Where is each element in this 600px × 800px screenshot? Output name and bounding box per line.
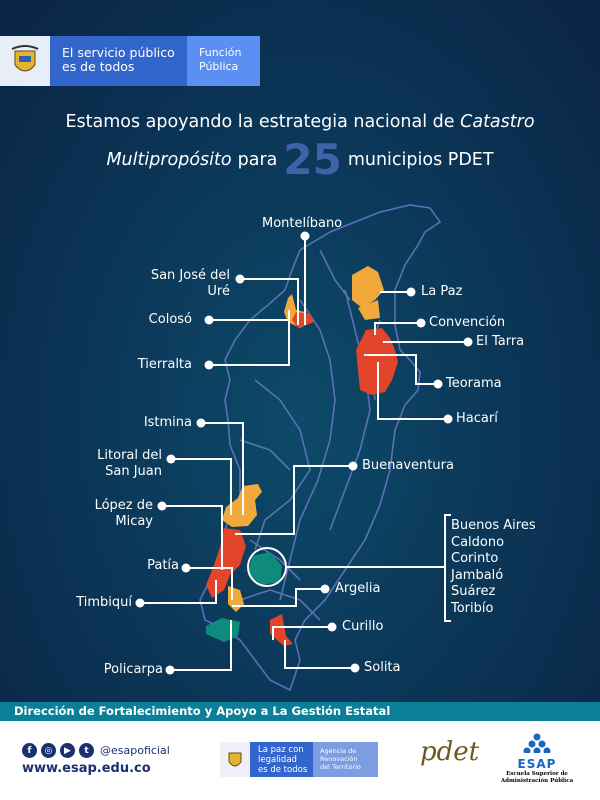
social-handle[interactable]: @esapoficial xyxy=(100,744,170,757)
municipality-regions xyxy=(206,266,398,646)
pdet-logo: pdet xyxy=(420,737,480,767)
label-la-paz: La Paz xyxy=(421,284,463,299)
label-line: Uré xyxy=(207,284,230,299)
label-suarez: Suárez xyxy=(451,584,496,599)
label-curillo: Curillo xyxy=(342,619,384,634)
gov-line-2: es de todos xyxy=(62,59,135,74)
region-la-paz xyxy=(352,266,384,308)
facebook-icon[interactable]: f xyxy=(22,743,37,758)
instagram-icon[interactable]: ◎ xyxy=(41,743,56,758)
label-hacari: Hacarí xyxy=(456,411,498,426)
label-jambalo: Jambaló xyxy=(451,567,504,583)
coat-of-arms-icon xyxy=(220,742,250,777)
label-teorama: Teorama xyxy=(446,376,502,391)
region-caqueta xyxy=(270,614,293,646)
leader-lines xyxy=(140,236,468,671)
leader-dots xyxy=(135,231,473,675)
municipality-count: 25 xyxy=(283,135,342,184)
label-istmina: Istmina xyxy=(143,415,192,430)
headline-text: Estamos apoyando la estrategia nacional … xyxy=(65,112,455,132)
logo-text: Renovación xyxy=(320,755,358,763)
esap-name: Escuela Superior de xyxy=(506,771,568,777)
label-line: Micay xyxy=(115,514,153,529)
label-line: López de xyxy=(94,498,153,513)
logo-text: La paz con xyxy=(258,745,304,755)
label-patia: Patía xyxy=(147,558,179,573)
label-el-tarra: El Tarra xyxy=(476,334,525,349)
region-policarpa xyxy=(206,618,240,642)
footer: f ◎ ▶ t @esapoficial www.esap.edu.co La … xyxy=(0,721,600,800)
region-la-paz-south xyxy=(358,300,380,320)
label-argelia: Argelia xyxy=(335,581,381,596)
headline-line-1: Estamos apoyando la estrategia nacional … xyxy=(0,112,600,132)
region-patia xyxy=(228,586,244,612)
esap-logo: ESAP Escuela Superior de Administración … xyxy=(497,733,577,785)
twitter-icon[interactable]: t xyxy=(79,743,94,758)
label-montelibano: Montelíbano xyxy=(262,216,343,231)
social-links: f ◎ ▶ t @esapoficial xyxy=(22,743,170,758)
logo-text: legalidad xyxy=(258,755,297,765)
footer-band: Dirección de Fortalecimiento y Apoyo a L… xyxy=(0,702,600,721)
youtube-icon[interactable]: ▶ xyxy=(60,743,75,758)
headline-text: para xyxy=(237,150,278,170)
label-toribio: Toribío xyxy=(451,600,494,616)
website-link[interactable]: www.esap.edu.co xyxy=(22,761,151,776)
gov-line-1: El servicio público xyxy=(62,45,175,60)
headline-emphasis: Multipropósito xyxy=(106,150,232,170)
label-caldono: Caldono xyxy=(451,534,505,550)
label-buenos-aires: Buenos Aires xyxy=(451,518,536,533)
label-buenaventura: Buenaventura xyxy=(362,458,454,473)
label-tierralta: Tierralta xyxy=(137,357,192,372)
region-cauca-north xyxy=(248,552,282,585)
map-outline xyxy=(199,204,442,692)
label-line: San Juan xyxy=(105,464,162,479)
logo-text: es de todos xyxy=(258,765,308,775)
label-timbiqui: Timbiquí xyxy=(76,595,132,610)
label-line: Litoral del xyxy=(97,448,162,463)
label-coloso: Colosó xyxy=(148,312,192,327)
headline-text: municipios PDET xyxy=(347,150,494,170)
label-convencion: Convención xyxy=(429,315,506,330)
label-line: San José del xyxy=(150,268,230,283)
region-lopez-micay xyxy=(206,528,246,598)
esap-name: Administración Pública xyxy=(500,778,574,784)
region-catatumbo xyxy=(356,328,398,395)
esap-wordmark: ESAP xyxy=(517,757,557,771)
label-solita: Solita xyxy=(364,660,401,675)
logo-text: Agencia de xyxy=(320,747,357,755)
headline-emphasis: Catastro xyxy=(460,112,535,132)
coat-of-arms-icon xyxy=(0,36,50,86)
label-policarpa: Policarpa xyxy=(103,662,163,677)
label-corinto: Corinto xyxy=(451,551,499,566)
entity-line-1: Función xyxy=(199,46,242,59)
entity-line-2: Pública xyxy=(199,60,239,73)
label-cauca-group: Buenos Aires Caldono Corinto Jambaló Suá… xyxy=(451,518,536,617)
logo-text: del Territorio xyxy=(320,763,361,771)
colombia-map xyxy=(135,204,473,692)
esap-pyramid-icon xyxy=(523,733,551,755)
